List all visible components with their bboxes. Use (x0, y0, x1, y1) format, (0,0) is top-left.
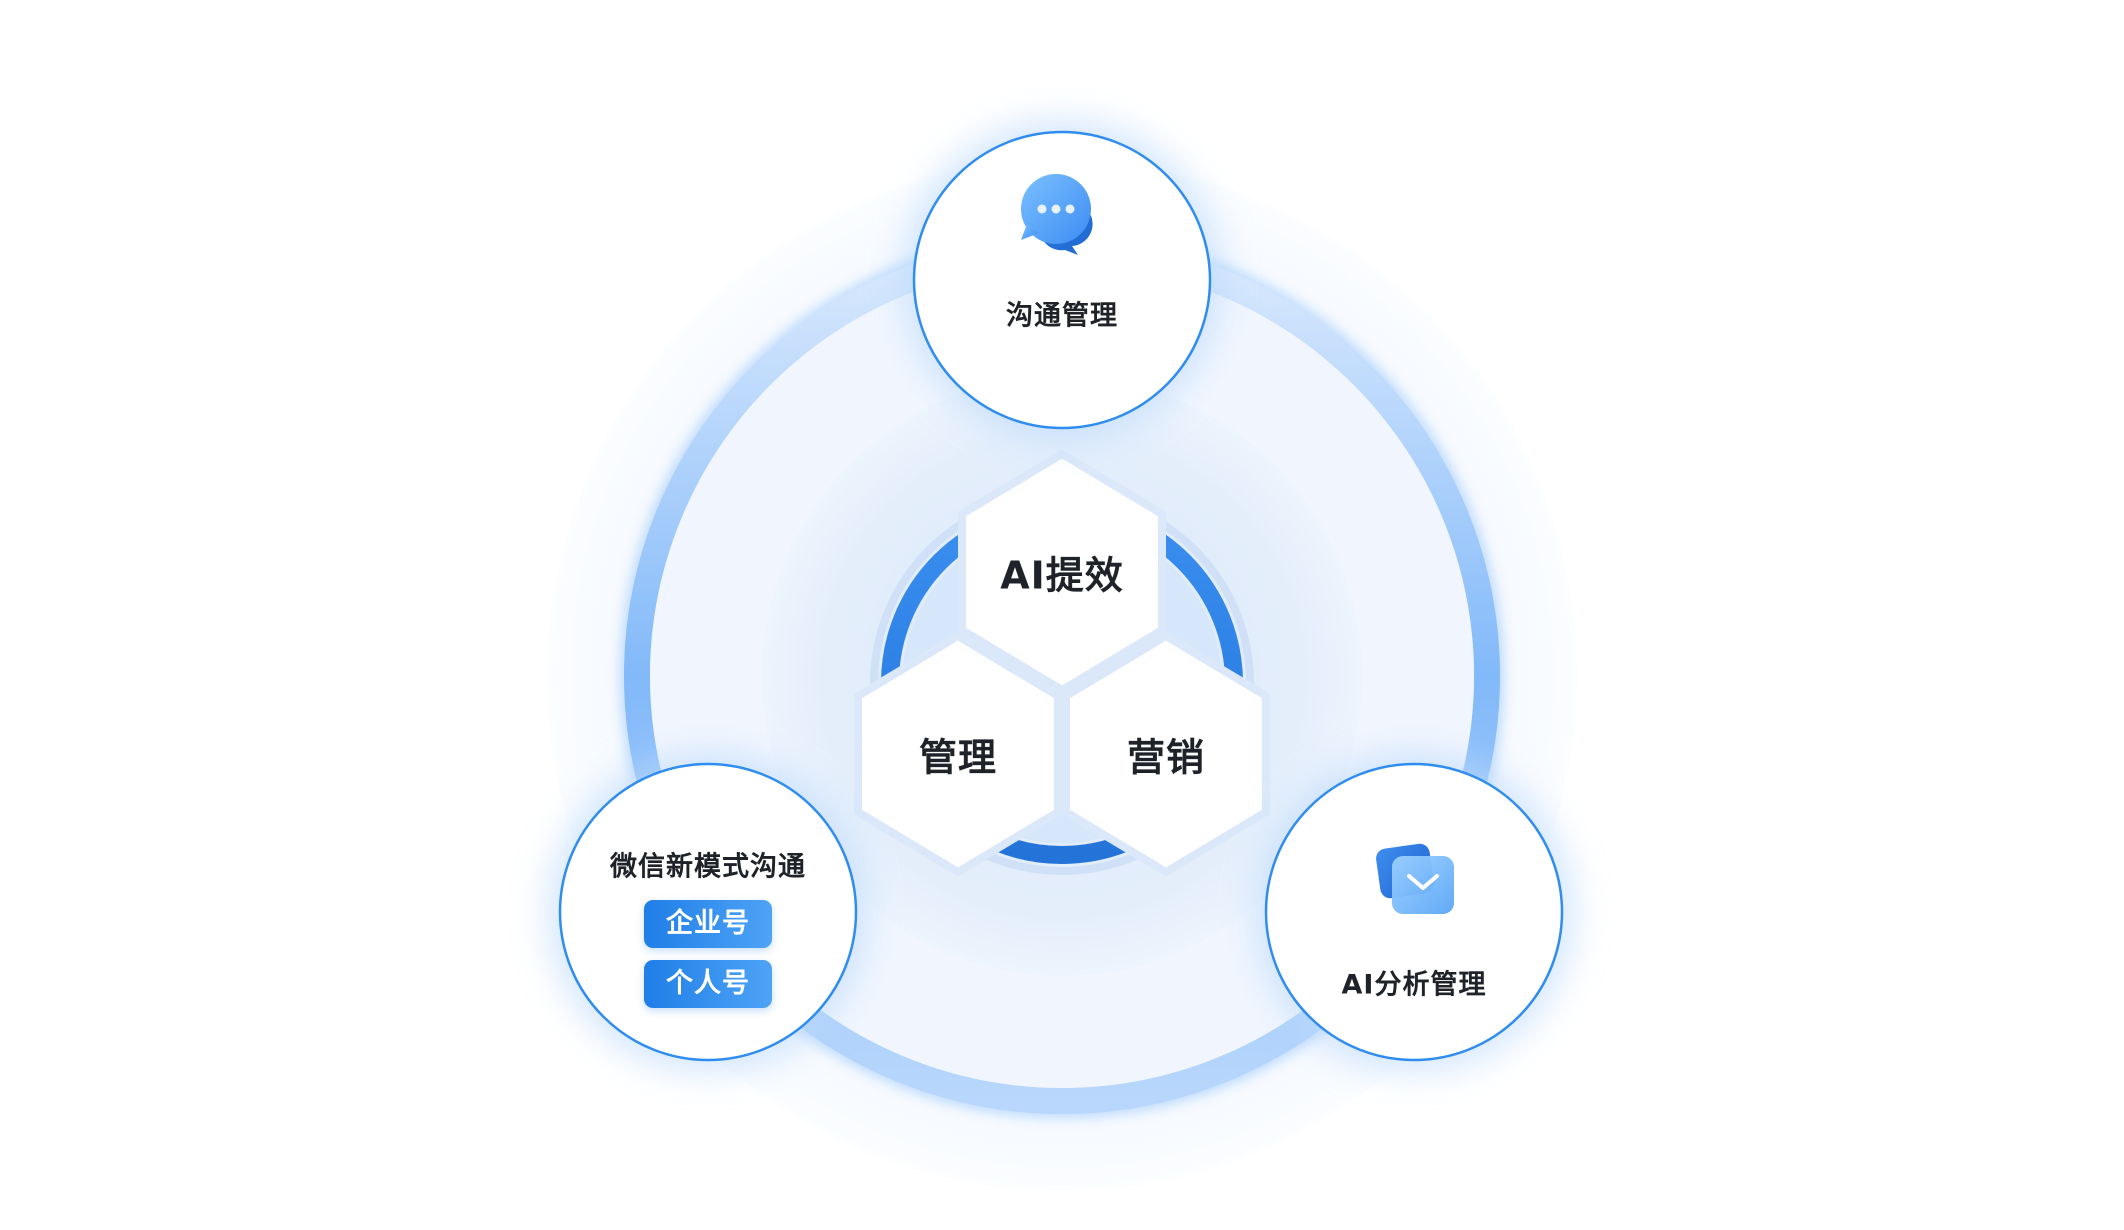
hex-ai (958, 450, 1166, 694)
tag-personal-account: 个人号 (644, 960, 772, 1008)
hex-manage (854, 632, 1062, 876)
hex-marketing-label: 营销 (1126, 735, 1206, 780)
chat-bubble-icon (1021, 174, 1093, 255)
hex-marketing (1062, 632, 1270, 876)
wechat-label: 微信新模式沟通 (610, 851, 806, 883)
mail-card-icon (1376, 843, 1454, 914)
hex-ai-label: AI提效 (1000, 553, 1124, 598)
hex-manage-label: 管理 (918, 735, 998, 780)
communication-label: 沟通管理 (1006, 300, 1118, 332)
top-circle (912, 130, 1212, 430)
ai-analysis-label: AI分析管理 (1341, 969, 1487, 1001)
tag-enterprise-account: 企业号 (644, 900, 772, 948)
